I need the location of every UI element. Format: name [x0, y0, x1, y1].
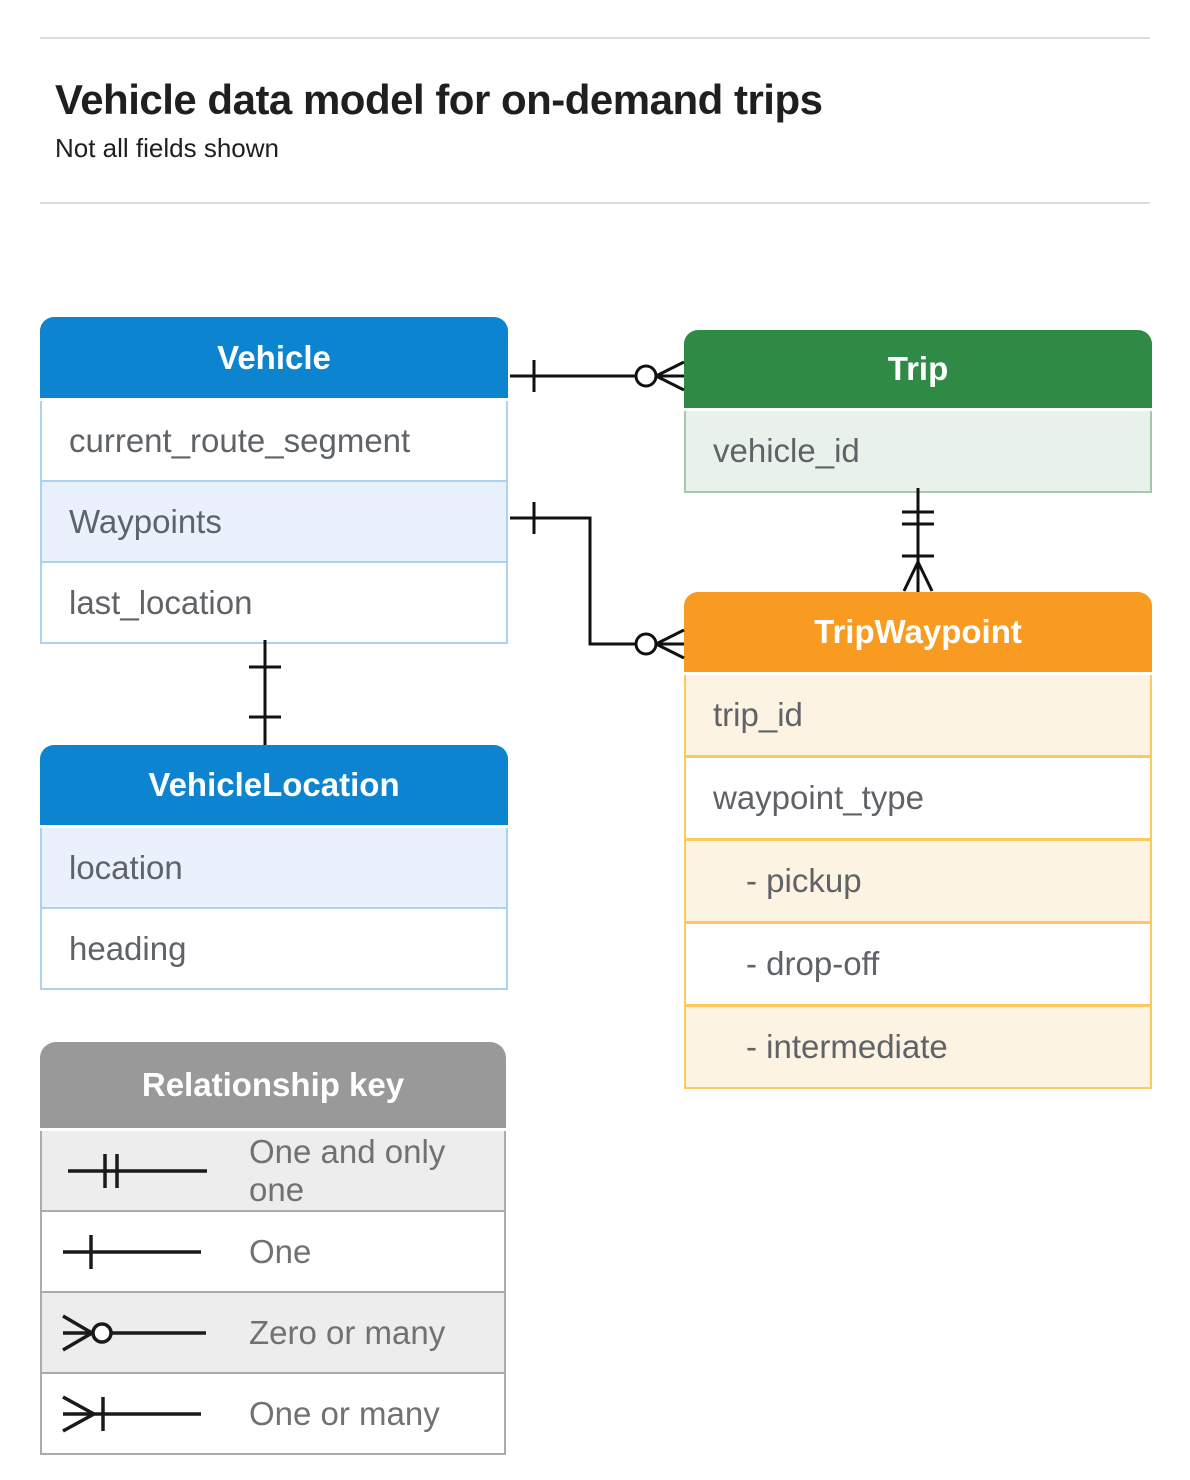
- legend-row-one-or-many: One or many: [42, 1372, 504, 1453]
- page-subtitle: Not all fields shown: [55, 133, 279, 163]
- crow-foot-left: [902, 561, 920, 592]
- crow-foot-upper: [655, 628, 685, 646]
- header-divider: [40, 202, 1150, 204]
- tripwaypoint-field-waypoint-type: waypoint_type: [686, 755, 1150, 838]
- legend-row-zero-or-many: Zero or many: [42, 1291, 504, 1372]
- vehicle-trip-connector: [510, 360, 685, 392]
- zero-circle: [634, 364, 658, 388]
- crow-foot-upper: [655, 360, 685, 378]
- legend-row-one-and-only-one: One and only one: [42, 1131, 504, 1210]
- crow-foot-right: [916, 561, 934, 592]
- legend-label: One: [249, 1232, 312, 1270]
- vehicle-field-waypoints: Waypoints: [42, 480, 506, 561]
- tripwaypoint-value-pickup: - pickup: [686, 838, 1150, 921]
- legend-label: Zero or many: [249, 1313, 446, 1351]
- trip-table-body: vehicle_id: [684, 411, 1152, 493]
- waypoints-tripwaypoint-connector: [510, 502, 685, 660]
- zero-or-many-symbol: [62, 1313, 206, 1352]
- vehiclelocation-table-body: location heading: [40, 828, 508, 990]
- vehiclelocation-field-location: location: [42, 828, 506, 907]
- tripwaypoint-field-trip-id: trip_id: [686, 675, 1150, 755]
- one-or-many-symbol: [62, 1394, 201, 1433]
- tripwaypoint-table-title: TripWaypoint: [684, 592, 1152, 672]
- tripwaypoint-table: TripWaypoint trip_id waypoint_type - pic…: [684, 592, 1152, 1089]
- page-title: Vehicle data model for on-demand trips: [55, 76, 823, 123]
- relationship-key-title: Relationship key: [40, 1042, 506, 1128]
- vehiclelocation-field-heading: heading: [42, 907, 506, 988]
- vehicle-table-title: Vehicle: [40, 317, 508, 398]
- top-divider: [40, 37, 1150, 39]
- vehicle-table-body: current_route_segment Waypoints last_loc…: [40, 401, 508, 644]
- one-and-only-one-symbol: [68, 1153, 207, 1188]
- legend-row-one: One: [42, 1210, 504, 1291]
- vehicle-vehiclelocation-connector: [249, 640, 281, 745]
- tripwaypoint-table-body: trip_id waypoint_type - pickup - drop-of…: [684, 675, 1152, 1089]
- relationship-key: Relationship key One and only one One: [40, 1042, 506, 1455]
- trip-table-title: Trip: [684, 330, 1152, 408]
- legend-label: One or many: [249, 1394, 440, 1432]
- tripwaypoint-value-drop-off: - drop-off: [686, 921, 1150, 1004]
- vehicle-field-last-location: last_location: [42, 561, 506, 642]
- vehicle-table: Vehicle current_route_segment Waypoints …: [40, 317, 508, 644]
- zero-circle: [634, 632, 658, 656]
- legend-label: One and only one: [249, 1132, 446, 1208]
- one-symbol: [63, 1234, 201, 1269]
- trip-field-vehicle-id: vehicle_id: [686, 411, 1150, 491]
- relationship-key-body: One and only one One Zero or many: [40, 1131, 506, 1455]
- vehiclelocation-table: VehicleLocation location heading: [40, 745, 508, 990]
- crow-foot-lower: [655, 374, 685, 392]
- trip-tripwaypoint-connector: [902, 488, 934, 592]
- crow-foot-lower: [655, 642, 685, 660]
- vehicle-field-current-route-segment: current_route_segment: [42, 401, 506, 480]
- trip-table: Trip vehicle_id: [684, 330, 1152, 493]
- vehiclelocation-table-title: VehicleLocation: [40, 745, 508, 825]
- tripwaypoint-value-intermediate: - intermediate: [686, 1004, 1150, 1087]
